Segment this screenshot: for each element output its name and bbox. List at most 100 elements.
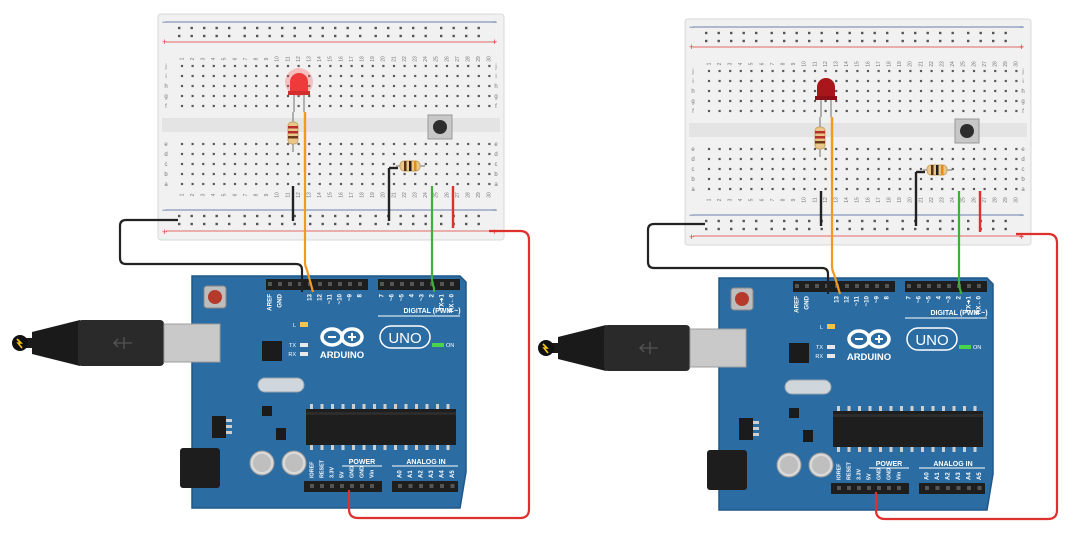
digital-pin-label: 2 xyxy=(429,293,436,297)
svg-text:23: 23 xyxy=(940,197,946,203)
svg-text:e: e xyxy=(164,142,168,148)
svg-text:h: h xyxy=(164,84,167,90)
power-pin-label: IOREF xyxy=(309,461,315,478)
left-resistor-led xyxy=(287,112,307,173)
svg-text:21: 21 xyxy=(918,197,924,203)
svg-text:14: 14 xyxy=(317,192,323,198)
digital-pin-label: 8 xyxy=(884,295,891,299)
svg-text:4: 4 xyxy=(738,62,744,65)
svg-text:d: d xyxy=(164,152,167,158)
svg-text:b: b xyxy=(164,172,168,178)
left-wire-gnd-black xyxy=(118,218,304,292)
svg-text:25: 25 xyxy=(961,197,967,203)
digital-pin-label: ~5 xyxy=(926,295,933,303)
digital-pin-label: GND xyxy=(277,293,284,307)
svg-text:26: 26 xyxy=(444,192,450,198)
power-pin-label: RESET xyxy=(319,459,325,478)
analog-pin-label: A3 xyxy=(429,470,435,478)
svg-text:7: 7 xyxy=(770,198,776,201)
svg-text:TX: TX xyxy=(289,343,296,349)
svg-text:+: + xyxy=(1019,232,1024,242)
svg-text:16: 16 xyxy=(865,197,871,203)
svg-text:26: 26 xyxy=(971,197,977,203)
right-wire-pin13-orange xyxy=(830,178,842,295)
svg-text:5: 5 xyxy=(222,193,228,196)
svg-text:14: 14 xyxy=(844,197,850,203)
svg-text:ON: ON xyxy=(446,343,454,349)
rail-plus-label: + xyxy=(689,42,694,52)
svg-text:f: f xyxy=(165,104,167,110)
svg-text:1: 1 xyxy=(706,198,712,201)
svg-text:15: 15 xyxy=(328,192,334,198)
svg-text:4: 4 xyxy=(211,193,217,196)
svg-text:17: 17 xyxy=(876,61,882,67)
svg-text:h: h xyxy=(691,89,694,95)
svg-text:e: e xyxy=(1021,147,1025,153)
right-circuit: −−++−−++11223344556677889910101111121213… xyxy=(537,18,1059,521)
svg-text:+: + xyxy=(492,37,497,47)
digital-pin-label: 12 xyxy=(317,293,324,300)
svg-text:21: 21 xyxy=(391,56,397,62)
svg-text:15: 15 xyxy=(855,61,861,67)
analog-pin-label: A5 xyxy=(450,470,456,478)
power-pin-label: Vin xyxy=(896,472,902,480)
left-usb-cable xyxy=(11,319,221,367)
analog-pin-label: A0 xyxy=(398,470,404,478)
svg-text:14: 14 xyxy=(844,61,850,67)
svg-text:13: 13 xyxy=(307,192,313,198)
svg-text:18: 18 xyxy=(887,197,893,203)
svg-text:13: 13 xyxy=(834,61,840,67)
svg-text:11: 11 xyxy=(285,56,291,61)
svg-text:23: 23 xyxy=(940,61,946,67)
digital-header-label: DIGITAL (PWM ~) xyxy=(930,310,987,317)
arduino-model: UNO xyxy=(388,330,421,347)
svg-text:25: 25 xyxy=(434,56,440,62)
digital-pin-label: ~10 xyxy=(337,293,344,304)
svg-text:f: f xyxy=(495,104,497,110)
svg-text:11: 11 xyxy=(285,192,291,197)
svg-text:29: 29 xyxy=(1003,197,1009,203)
svg-text:j: j xyxy=(164,64,166,70)
power-pin-label: 3.3V xyxy=(856,469,862,480)
svg-text:16: 16 xyxy=(338,56,344,62)
svg-text:b: b xyxy=(691,177,695,183)
power-pin-label: 3.3V xyxy=(329,467,335,478)
svg-text:26: 26 xyxy=(444,56,450,62)
svg-text:b: b xyxy=(494,172,498,178)
svg-text:7: 7 xyxy=(770,62,776,65)
right-pushbutton xyxy=(954,118,980,144)
svg-text:29: 29 xyxy=(476,192,482,198)
svg-text:24: 24 xyxy=(423,56,429,62)
right-wire-pin2-green xyxy=(957,191,963,294)
svg-text:4: 4 xyxy=(738,198,744,201)
svg-text:−: − xyxy=(689,210,694,220)
analog-header-label: ANALOG IN xyxy=(406,459,445,466)
svg-text:28: 28 xyxy=(993,197,999,203)
left-resistor-button xyxy=(396,160,425,172)
svg-text:f: f xyxy=(692,109,694,115)
digital-pin-label: RX←0 xyxy=(449,293,456,312)
svg-text:23: 23 xyxy=(413,56,419,62)
svg-text:14: 14 xyxy=(317,56,323,62)
svg-text:28: 28 xyxy=(466,192,472,198)
svg-text:7: 7 xyxy=(243,193,249,196)
svg-text:11: 11 xyxy=(812,197,818,202)
svg-text:d: d xyxy=(1021,157,1024,163)
svg-text:+: + xyxy=(1019,42,1024,52)
svg-text:8: 8 xyxy=(781,62,787,65)
svg-text:12: 12 xyxy=(823,61,829,67)
svg-text:15: 15 xyxy=(328,56,334,62)
svg-text:16: 16 xyxy=(338,192,344,198)
analog-pin-label: A1 xyxy=(408,470,414,478)
digital-pin-label: ~9 xyxy=(874,295,881,303)
analog-pin-label: A5 xyxy=(977,472,983,480)
svg-text:i: i xyxy=(495,74,496,80)
svg-text:17: 17 xyxy=(349,192,355,198)
power-pin-label: 5V xyxy=(339,471,345,478)
svg-text:30: 30 xyxy=(1014,61,1020,67)
svg-text:RX: RX xyxy=(815,354,823,360)
svg-text:9: 9 xyxy=(791,62,797,65)
analog-pin-label: A2 xyxy=(946,472,952,480)
left-wire-5v-red xyxy=(347,229,531,520)
